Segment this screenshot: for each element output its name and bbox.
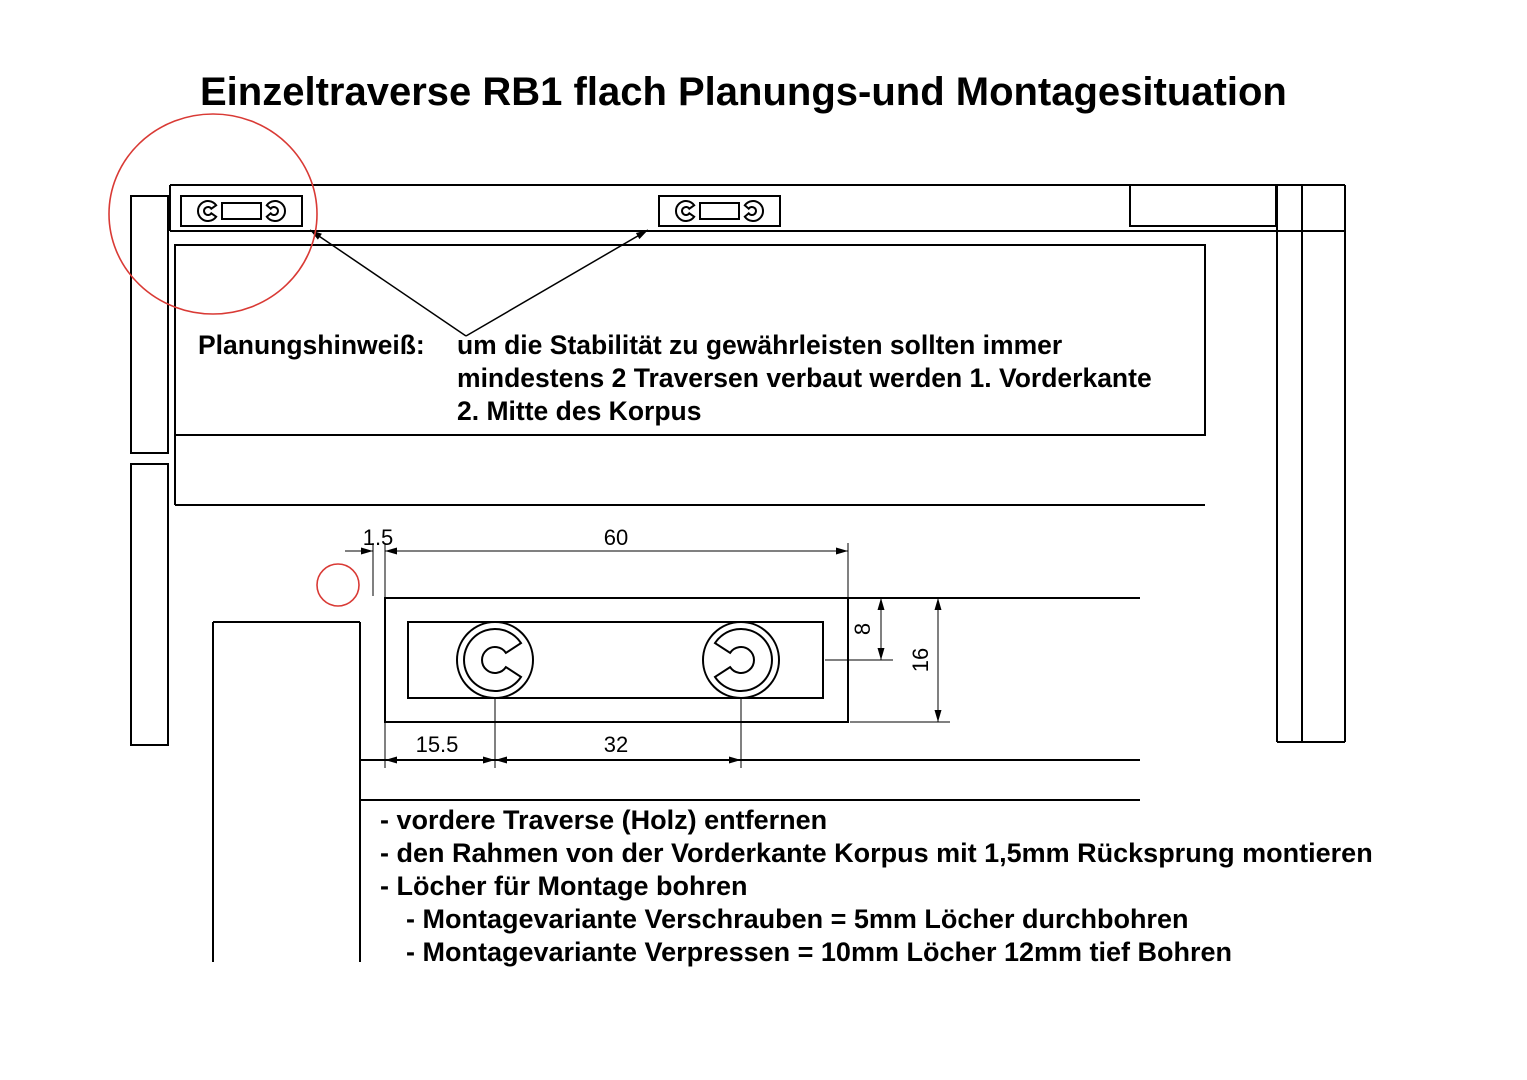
page-title: Einzeltraverse RB1 flach Planungs-und Mo…	[200, 70, 1287, 114]
korpus-top-view	[130, 184, 1346, 746]
traverse-inner-profile	[407, 621, 824, 699]
cam-disc-left	[674, 200, 696, 222]
planning-note-line: um die Stabilität zu gewährleisten sollt…	[457, 330, 1063, 360]
arrowhead	[385, 547, 397, 555]
arrowhead	[877, 598, 885, 610]
bracket-slot	[699, 202, 740, 220]
instruction-line: - Montagevariante Verschrauben = 5mm Löc…	[406, 904, 1189, 934]
traverse-bracket-middle	[658, 195, 781, 227]
dimension-labels: 1.5 60 8 16 15.5 32	[363, 525, 933, 757]
arrowhead	[934, 710, 942, 722]
planning-note-line: mindestens 2 Traversen verbaut werden 1.…	[457, 363, 1152, 393]
traverse-bracket-front	[180, 195, 303, 227]
left-side-panel-lower	[130, 463, 169, 746]
cam-disc-right	[713, 628, 773, 692]
dimension-arrowheads	[361, 547, 942, 764]
leader-line	[465, 229, 649, 337]
cam-disc-right	[743, 200, 765, 222]
planning-note-box	[174, 244, 1206, 436]
top-band-right-notch	[1129, 184, 1277, 227]
dim-total-height: 16	[908, 648, 933, 672]
arrowhead	[310, 230, 322, 240]
dim-total-width: 60	[604, 525, 628, 550]
cam-housing-left	[456, 621, 534, 699]
instruction-line: - Löcher für Montage bohren	[380, 871, 748, 901]
arrowhead	[495, 756, 507, 764]
dim-top-to-hole: 8	[850, 623, 875, 635]
instruction-line: - Montagevariante Verpressen = 10mm Löch…	[406, 937, 1233, 967]
planning-note-label: Planungshinweiß:	[198, 330, 425, 360]
arrowhead	[934, 598, 942, 610]
arrowhead	[729, 756, 741, 764]
dim-edge-to-hole: 15.5	[416, 732, 459, 757]
leader-arrows	[309, 229, 649, 337]
dim-front-offset: 1.5	[363, 525, 394, 550]
cam-disc-left	[196, 200, 218, 222]
highlight-circle-small	[316, 563, 360, 607]
planning-note-text: um die Stabilität zu gewährleisten sollt…	[457, 329, 1152, 428]
bracket-outline	[180, 195, 303, 227]
leader-line	[309, 229, 467, 337]
arrowhead	[361, 547, 373, 555]
arrowhead	[836, 547, 848, 555]
highlight-circle-large	[108, 113, 318, 315]
cam-disc-left	[463, 628, 523, 692]
planning-note-line: 2. Mitte des Korpus	[457, 396, 702, 426]
cam-housing-right	[702, 621, 780, 699]
mounting-instructions: - vordere Traverse (Holz) entfernen - de…	[380, 804, 1373, 969]
arrowhead	[635, 230, 648, 240]
planning-note: Planungshinweiß: um die Stabilität zu ge…	[198, 329, 1152, 428]
highlight-markers	[108, 113, 360, 607]
left-side-panel-upper	[130, 195, 169, 454]
arrowhead	[877, 648, 885, 660]
bracket-slot	[221, 202, 262, 220]
traverse-detail-view	[384, 597, 849, 723]
arrowhead	[483, 756, 495, 764]
bracket-outline	[658, 195, 781, 227]
dim-hole-spacing: 32	[604, 732, 628, 757]
instruction-line: - vordere Traverse (Holz) entfernen	[380, 805, 828, 835]
instruction-line: - den Rahmen von der Vorderkante Korpus …	[380, 838, 1373, 868]
cam-disc-right	[265, 200, 287, 222]
arrowhead	[385, 756, 397, 764]
